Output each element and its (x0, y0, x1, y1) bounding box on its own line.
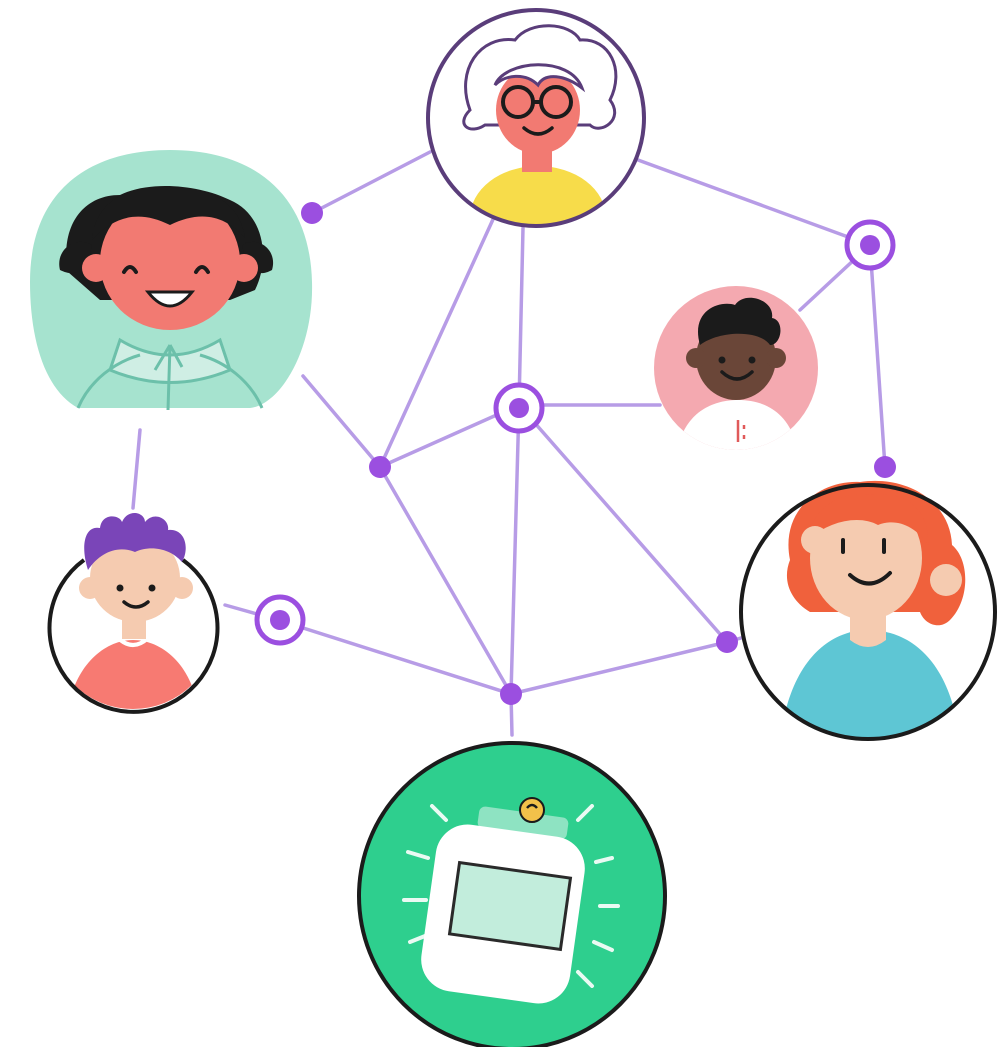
node-dot (874, 456, 896, 478)
child-eye-left (116, 584, 124, 592)
boy-eye-right (748, 356, 756, 364)
edge (636, 158, 872, 247)
child-outline (47, 558, 220, 714)
money-jar-icon (357, 741, 667, 1047)
grandma-bangs (493, 63, 586, 93)
edge (517, 403, 729, 644)
node-dot (301, 202, 323, 224)
redhead-ear-right (930, 564, 962, 596)
boy-eye-left (718, 356, 726, 364)
woman-smile (144, 290, 196, 308)
coin-mark (526, 803, 538, 809)
grandma-smile (522, 126, 554, 136)
hub-node (493, 382, 545, 434)
redhead-neck-curve (850, 640, 886, 647)
jar-label (447, 860, 573, 952)
node-dot (369, 456, 391, 478)
edge (378, 465, 513, 696)
redhead-bangs (808, 494, 929, 545)
edge (131, 428, 142, 510)
node-dot (500, 683, 522, 705)
edge (276, 618, 513, 696)
boy-ear-right (766, 348, 786, 368)
woman-eye-left (122, 265, 138, 274)
boy-smile (720, 370, 754, 381)
grandma-shirt (470, 166, 606, 226)
child-collar (116, 636, 150, 647)
edge (301, 374, 382, 469)
woman-face (100, 194, 240, 330)
redhead-face (810, 496, 922, 620)
jar-sparkles (402, 804, 620, 988)
child-face (90, 534, 180, 622)
woman-hair-top (92, 187, 245, 240)
boy-shirt-buttons (736, 420, 746, 442)
edge (517, 226, 525, 407)
edge (310, 150, 432, 215)
woman-ear-right (230, 254, 258, 282)
edge (509, 640, 729, 696)
redhead-shirt (780, 630, 960, 739)
child-hair (84, 512, 186, 570)
boy-avatar-icon (654, 286, 818, 450)
child-smile (122, 600, 150, 609)
edge (509, 403, 521, 696)
redhead-smile (848, 571, 892, 586)
edge (378, 213, 497, 469)
jar-lid (477, 806, 569, 840)
child-ear-right (171, 577, 193, 599)
node-dot (716, 631, 738, 653)
woman-shoulders (76, 353, 264, 409)
woman-bow (153, 344, 184, 411)
child-eye-right (148, 584, 156, 592)
redhead-avatar-icon (739, 480, 997, 741)
nodes (254, 202, 896, 705)
coin-icon (519, 797, 545, 823)
redhead-ear-left (801, 526, 829, 554)
woman-avatar-icon (30, 150, 313, 411)
child-shirt (68, 640, 198, 709)
grandma-avatar-icon (426, 8, 646, 228)
edge (868, 243, 887, 469)
hub-node (254, 594, 306, 646)
woman-eye-right (194, 265, 210, 274)
child-ear-left (79, 577, 101, 599)
grandma-outline (426, 8, 646, 228)
hub-node (844, 219, 896, 271)
woman-ear-left (82, 254, 110, 282)
boy-hair (698, 297, 781, 345)
redhead-outline (739, 483, 997, 741)
boy-ear-left (686, 348, 706, 368)
child-avatar-icon (47, 512, 220, 714)
